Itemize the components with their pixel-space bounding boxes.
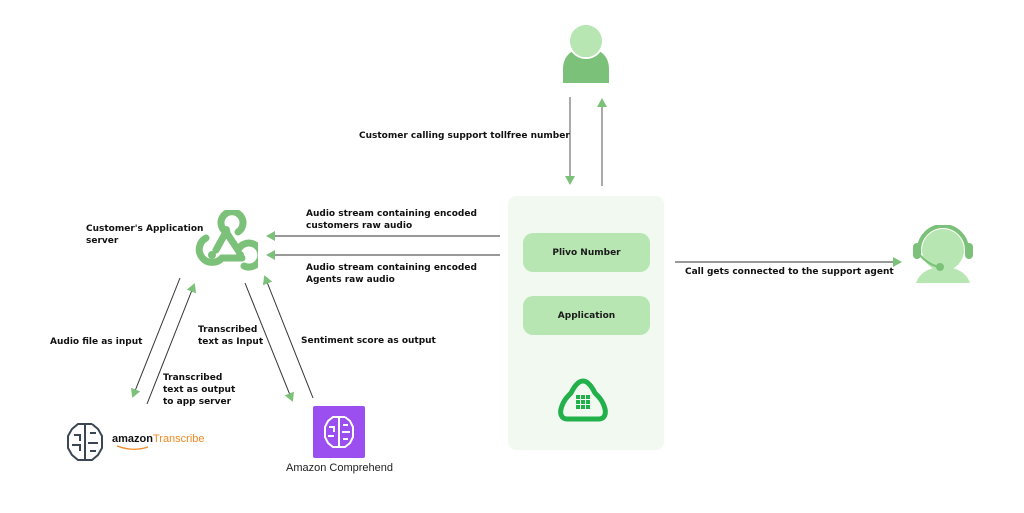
sentiment-output-label: Sentiment score as output: [301, 336, 436, 346]
agent-connect-label: Call gets connected to the support agent: [685, 267, 894, 277]
comprehend-icon: [313, 406, 365, 458]
amazon-comprehend-label: Amazon Comprehend: [286, 462, 394, 474]
arrow-sentiment-to-app: [262, 275, 314, 399]
transcribed-input-label: Transcribed text as Input: [198, 325, 264, 347]
plivo-number-label: Plivo Number: [552, 247, 621, 258]
amazon-smile-icon: [116, 445, 149, 450]
plivo-cloud-icon: [558, 378, 608, 422]
arrow-transcribe-to-app: [146, 283, 197, 405]
transcribed-output-label: Transcribed text as output to app server: [163, 373, 236, 407]
application-label: Application: [557, 310, 616, 321]
amazon-transcribe-logo: amazonTranscribe: [112, 433, 205, 450]
customer-audio-label: Audio stream containing encoded customer…: [306, 209, 477, 231]
brain-circuit-icon: [67, 423, 103, 461]
headset-agent-icon: [913, 225, 973, 283]
audio-input-label: Audio file as input: [50, 337, 143, 347]
webhook-icon: [195, 210, 258, 271]
agent-audio-label: Audio stream containing encoded Agents r…: [306, 263, 477, 285]
customer-call-label: Customer calling support tollfree number: [359, 131, 570, 141]
user-icon: [563, 25, 609, 83]
application-box[interactable]: Application: [523, 296, 650, 335]
app-server-label: Customer's Application server: [86, 224, 204, 246]
arrow-text-to-comprehend: [244, 282, 295, 402]
arrow-audio-to-transcribe: [130, 277, 181, 398]
plivo-number-box[interactable]: Plivo Number: [523, 233, 650, 272]
